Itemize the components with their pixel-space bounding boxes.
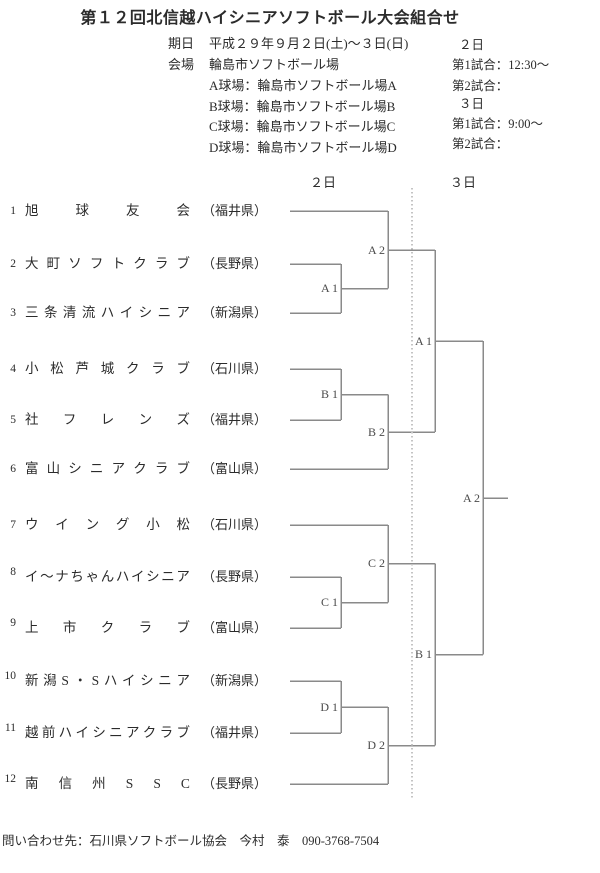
- team-row: 5 社フレンズ （福井県）: [0, 410, 300, 430]
- match-label-b2: B 2: [367, 425, 385, 439]
- field-c: C球場：輪島市ソフトボール場C: [209, 119, 396, 134]
- contact-info: 問い合わせ先：石川県ソフトボール協会 今村 泰 090-3768-7504: [2, 834, 380, 848]
- team-row: 6 富山シニアクラブ （富山県）: [0, 459, 300, 479]
- date-value: 平成２９年９月２日(土)～３日(日): [209, 36, 409, 51]
- schedule-day2-game1: 第1試合：12:30～: [452, 58, 550, 72]
- team-number: 4: [10, 363, 16, 375]
- team-prefecture: （石川県）: [202, 361, 268, 376]
- team-number: 2: [10, 258, 16, 270]
- schedule-day3-label: ３日: [459, 97, 485, 111]
- team-prefecture: （長野県）: [202, 569, 268, 584]
- team-row: 4 小松芦城クラブ （石川県）: [0, 359, 300, 379]
- team-prefecture: （福井県）: [202, 203, 268, 218]
- team-prefecture: （長野県）: [202, 776, 268, 791]
- match-label-a2: A 2: [367, 243, 385, 257]
- team-prefecture: （新潟県）: [202, 305, 268, 320]
- venue-value: 輪島市ソフトボール場: [209, 57, 340, 72]
- team-prefecture: （新潟県）: [202, 673, 268, 688]
- page-title: 第１２回北信越ハイシニアソフトボール大会組合せ: [80, 10, 460, 27]
- team-prefecture: （富山県）: [202, 461, 268, 476]
- team-number: 12: [4, 773, 17, 785]
- schedule-day3-game1: 第1試合：9:00～: [452, 117, 543, 131]
- team-prefecture: （長野県）: [202, 256, 268, 271]
- team-name: 三条清流ハイシニア: [25, 305, 190, 320]
- match-label-c1: C 1: [320, 595, 338, 609]
- team-name: 旭球友会: [25, 203, 190, 218]
- team-name: 大町ソフトクラブ: [25, 256, 190, 271]
- match-label-semifinal-1: A 1: [414, 334, 432, 348]
- team-name: 小松芦城クラブ: [25, 361, 190, 376]
- team-row: 1 旭球友会 （福井県）: [0, 201, 300, 221]
- team-number: 7: [10, 519, 16, 531]
- bracket-day2-header: ２日: [310, 175, 337, 190]
- team-name: イ～ナちゃんハイシニア: [25, 569, 190, 584]
- team-name: 富山シニアクラブ: [25, 461, 190, 476]
- team-prefecture: （福井県）: [202, 412, 268, 427]
- team-prefecture: （石川県）: [202, 517, 268, 532]
- team-name: 上市クラブ: [25, 620, 190, 635]
- team-row: 11 越前ハイシニアクラブ （福井県）: [0, 722, 300, 743]
- team-name: ウイング小松: [25, 517, 190, 532]
- schedule-day3-game2: 第2試合：: [452, 137, 509, 151]
- team-number: 6: [10, 463, 16, 475]
- team-name: 社フレンズ: [25, 412, 190, 427]
- team-row: 9 上市クラブ （富山県）: [0, 617, 300, 638]
- bracket-day3-header: ３日: [450, 175, 477, 190]
- match-label-c2: C 2: [367, 556, 385, 570]
- team-row: 3 三条清流ハイシニア （新潟県）: [0, 303, 300, 323]
- match-label-semifinal-2: B 1: [414, 647, 432, 661]
- date-label: 期日: [168, 36, 195, 51]
- team-row: 2 大町ソフトクラブ （長野県）: [0, 254, 300, 274]
- field-d: D球場：輪島市ソフトボール場D: [209, 140, 397, 155]
- team-prefecture: （富山県）: [202, 620, 268, 635]
- team-number: 8: [10, 566, 16, 578]
- match-label-b1: B 1: [320, 387, 338, 401]
- team-number: 10: [4, 670, 17, 682]
- match-label-final: A 2: [462, 491, 480, 505]
- team-number: 11: [4, 722, 16, 734]
- match-label-d2: D 2: [367, 738, 385, 752]
- schedule-day2-label: ２日: [459, 38, 485, 52]
- team-number: 9: [10, 617, 16, 629]
- match-label-d1: D 1: [320, 700, 338, 714]
- field-b: B球場：輪島市ソフトボール場B: [209, 99, 396, 114]
- team-row: 8 イ～ナちゃんハイシニア （長野県）: [0, 566, 300, 587]
- team-number: 1: [10, 205, 16, 217]
- match-label-a1: A 1: [320, 281, 338, 295]
- team-number: 3: [10, 307, 16, 319]
- venue-label: 会場: [168, 57, 195, 72]
- team-row: 7 ウイング小松 （石川県）: [0, 515, 300, 535]
- team-prefecture: （福井県）: [202, 725, 268, 740]
- field-a: A球場：輪島市ソフトボール場A: [209, 78, 397, 93]
- team-name: 越前ハイシニアクラブ: [25, 725, 190, 740]
- team-number: 5: [10, 414, 16, 426]
- schedule-day2-game2: 第2試合：: [452, 79, 509, 93]
